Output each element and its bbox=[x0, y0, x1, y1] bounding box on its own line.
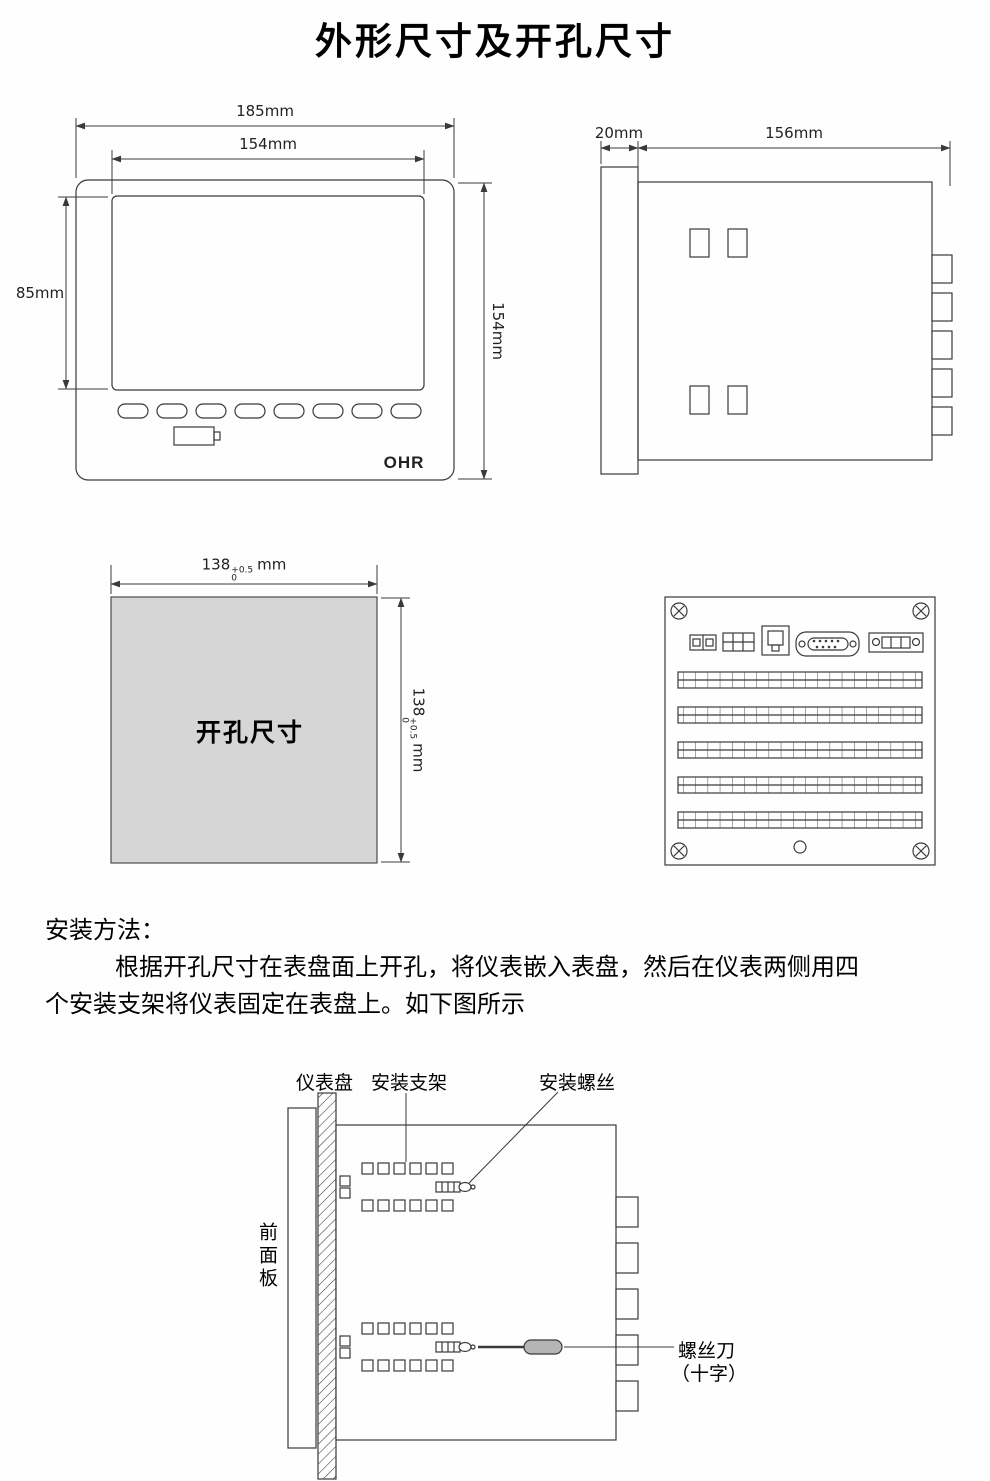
front-outer-height-dim-label: 154mm bbox=[489, 302, 507, 360]
front-button bbox=[156, 403, 188, 419]
screwdriver-label-line1: 螺丝刀 bbox=[678, 1341, 736, 1362]
side-bezel-depth-dim-label: 20mm bbox=[594, 124, 644, 142]
front-button bbox=[273, 403, 305, 419]
tolerance-upper: +0.5 bbox=[407, 717, 418, 740]
cutout-height-value: 138 bbox=[409, 687, 428, 717]
install-method-heading: 安装方法： bbox=[45, 918, 165, 944]
cutout-width-unit: mm bbox=[257, 555, 287, 574]
side-terminal-bumps bbox=[931, 254, 953, 436]
front-dimension-lines bbox=[58, 118, 492, 480]
cutout-height-unit: mm bbox=[409, 743, 428, 773]
front-outer-width-dim-label: 185mm bbox=[236, 102, 294, 120]
instrument-body-side bbox=[335, 1124, 617, 1441]
screwdriver-label-line2: （十字） bbox=[671, 1364, 748, 1385]
front-view-drawing bbox=[58, 118, 492, 481]
front-screen-height-dim-label: 85mm bbox=[15, 284, 65, 302]
screwdriver bbox=[478, 1339, 563, 1355]
dashboard-label: 仪表盘 bbox=[296, 1073, 354, 1094]
tolerance-upper: +0.5 bbox=[231, 565, 254, 576]
front-buttons bbox=[117, 403, 422, 419]
instrument-front-bezel bbox=[287, 1107, 317, 1449]
rear-terminal-strips bbox=[677, 671, 923, 829]
front-button bbox=[195, 403, 227, 419]
front-button bbox=[351, 403, 383, 419]
dashboard-panel-hatched bbox=[317, 1092, 337, 1480]
leader-lines bbox=[405, 1091, 674, 1348]
front-screen bbox=[111, 195, 425, 391]
bracket-label: 安装支架 bbox=[371, 1073, 448, 1094]
front-button bbox=[312, 403, 344, 419]
cutout-drawing bbox=[110, 565, 410, 864]
side-dimension-lines bbox=[600, 141, 951, 186]
screw-label: 安装螺丝 bbox=[539, 1073, 616, 1094]
rear-corner-screws bbox=[670, 602, 930, 860]
front-button bbox=[117, 403, 149, 419]
front-usb-port bbox=[173, 426, 221, 446]
front-button bbox=[234, 403, 266, 419]
mounting-screw-bottom bbox=[435, 1341, 476, 1353]
front-button bbox=[390, 403, 422, 419]
mounting-bracket-bottom bbox=[339, 1322, 476, 1372]
side-body bbox=[637, 181, 933, 461]
rear-view-drawing bbox=[664, 596, 936, 866]
rear-db9-port bbox=[795, 631, 860, 657]
cutout-dimension-lines bbox=[110, 565, 410, 863]
rear-panel bbox=[664, 596, 936, 866]
rear-connector-block-b bbox=[722, 632, 755, 652]
side-view-drawing bbox=[600, 141, 953, 475]
install-body-line2: 个安装支架将仪表固定在表盘上。如下图所示 bbox=[45, 992, 525, 1018]
rear-rj45-port bbox=[761, 625, 790, 656]
cutout-width-value: 138 bbox=[201, 555, 231, 574]
tolerance-lower: 0 bbox=[399, 717, 410, 724]
rear-connector-block-a bbox=[689, 634, 717, 651]
screw-leader-line bbox=[468, 1091, 559, 1184]
cutout-square bbox=[110, 596, 378, 864]
install-terminal-bumps bbox=[615, 1196, 639, 1412]
mounting-bracket-top bbox=[339, 1162, 476, 1212]
front-panel-label: 前面板 bbox=[256, 1222, 277, 1291]
mounting-screw-top bbox=[435, 1181, 476, 1193]
front-bezel bbox=[75, 179, 455, 481]
side-bezel bbox=[600, 166, 639, 475]
install-body-line1: 根据开孔尺寸在表盘面上开孔，将仪表嵌入表盘，然后在仪表两侧用四 bbox=[115, 955, 859, 981]
cutout-area-label: 开孔尺寸 bbox=[195, 720, 305, 747]
tolerance-lower: 0 bbox=[231, 573, 238, 584]
screwdriver-handle bbox=[523, 1339, 563, 1355]
rear-ground-hole bbox=[793, 840, 807, 854]
brand-logo: OHR bbox=[383, 453, 425, 472]
side-body-depth-dim-label: 156mm bbox=[765, 124, 823, 142]
installation-drawing bbox=[287, 1091, 674, 1480]
rear-power-terminal bbox=[868, 632, 924, 653]
page-title: 外形尺寸及开孔尺寸 bbox=[315, 21, 675, 62]
front-screen-width-dim-label: 154mm bbox=[239, 135, 297, 153]
side-bracket-slots bbox=[689, 228, 748, 415]
